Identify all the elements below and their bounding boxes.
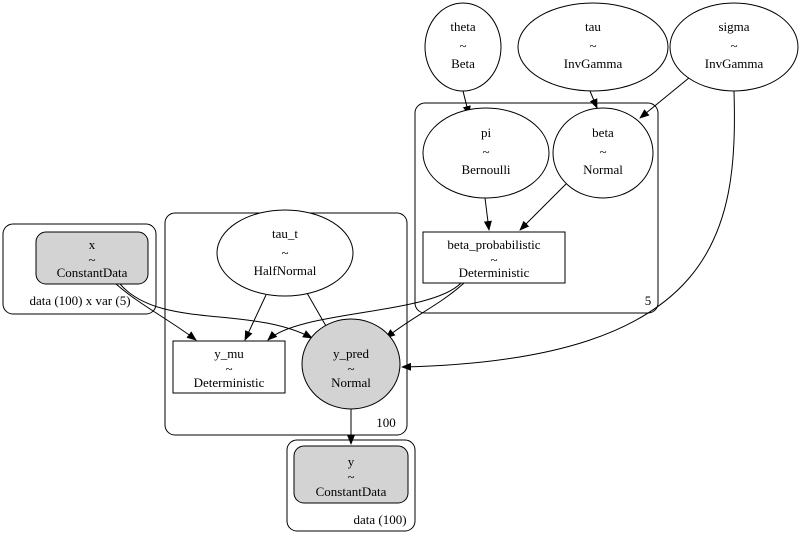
edge-beta-beta_probabilistic [519,177,573,231]
edge-sigma-beta [639,72,696,119]
plate-label: 5 [645,293,652,308]
node-dist: ConstantData [57,265,128,280]
edge-beta_probabilistic-y_mu [267,282,462,341]
node-y_pred[interactable]: y_pred ~ Normal [301,318,401,410]
node-beta[interactable]: beta ~ Normal [552,107,654,199]
node-name: tau [585,19,601,34]
node-y_mu[interactable]: y_mu ~ Deterministic [172,340,286,394]
node-name: theta [450,19,475,34]
edge-pi-beta_probabilistic [483,197,492,231]
node-x[interactable]: x ~ ConstantData [35,231,149,285]
plate-label: data (100) [353,512,406,527]
node-name: beta [592,125,614,140]
node-tilde: ~ [281,245,288,260]
node-name: x [89,237,96,252]
node-name: beta_probabilistic [447,237,540,252]
node-tilde: ~ [730,38,737,53]
plate-label: data (100) x var (5) [29,293,130,308]
node-name: tau_t [272,226,298,241]
node-theta[interactable]: theta ~ Beta [424,2,502,92]
node-tilde: ~ [347,469,354,484]
node-dist: Beta [451,56,475,71]
node-dist: Normal [583,162,623,177]
node-dist: Deterministic [459,265,530,280]
edge-x-y_pred [119,283,313,339]
node-name: y_pred [333,346,370,361]
node-beta_probabilistic[interactable]: beta_probabilistic ~ Deterministic [422,231,566,284]
node-dist: Bernoulli [461,162,510,177]
node-tilde: ~ [589,38,596,53]
plate-label: 100 [376,415,396,430]
plate-5: 5 [414,102,659,314]
node-pi[interactable]: pi ~ Bernoulli [422,107,550,199]
node-tilde: ~ [225,361,232,376]
node-name: y_mu [214,346,244,361]
node-dist: Deterministic [194,375,265,390]
edge-tau-beta [589,90,598,109]
plate-data-var: data (100) x var (5) [2,223,157,315]
node-tilde: ~ [482,144,489,159]
node-dist: InvGamma [564,56,623,71]
node-dist: Normal [331,375,371,390]
node-tau[interactable]: tau ~ InvGamma [517,2,669,92]
node-y[interactable]: y ~ ConstantData [293,445,409,504]
node-tau_t[interactable]: tau_t ~ HalfNormal [216,209,354,297]
node-tilde: ~ [459,38,466,53]
node-tilde: ~ [347,361,354,376]
node-tilde: ~ [599,144,606,159]
node-dist: HalfNormal [254,263,317,278]
edge-beta_probabilistic-y_pred [385,282,465,339]
node-name: pi [481,125,492,140]
edges [115,72,735,445]
node-tilde: ~ [88,252,95,267]
edge-tau_t-y_mu [244,294,267,341]
edge-x-y_mu [115,283,197,341]
node-dist: ConstantData [316,484,387,499]
node-tilde: ~ [490,252,497,267]
edge-sigma-y_pred [401,90,735,371]
node-name: y [348,454,355,469]
node-name: sigma [718,19,749,34]
node-dist: InvGamma [705,56,764,71]
node-sigma[interactable]: sigma ~ InvGamma [669,2,799,92]
